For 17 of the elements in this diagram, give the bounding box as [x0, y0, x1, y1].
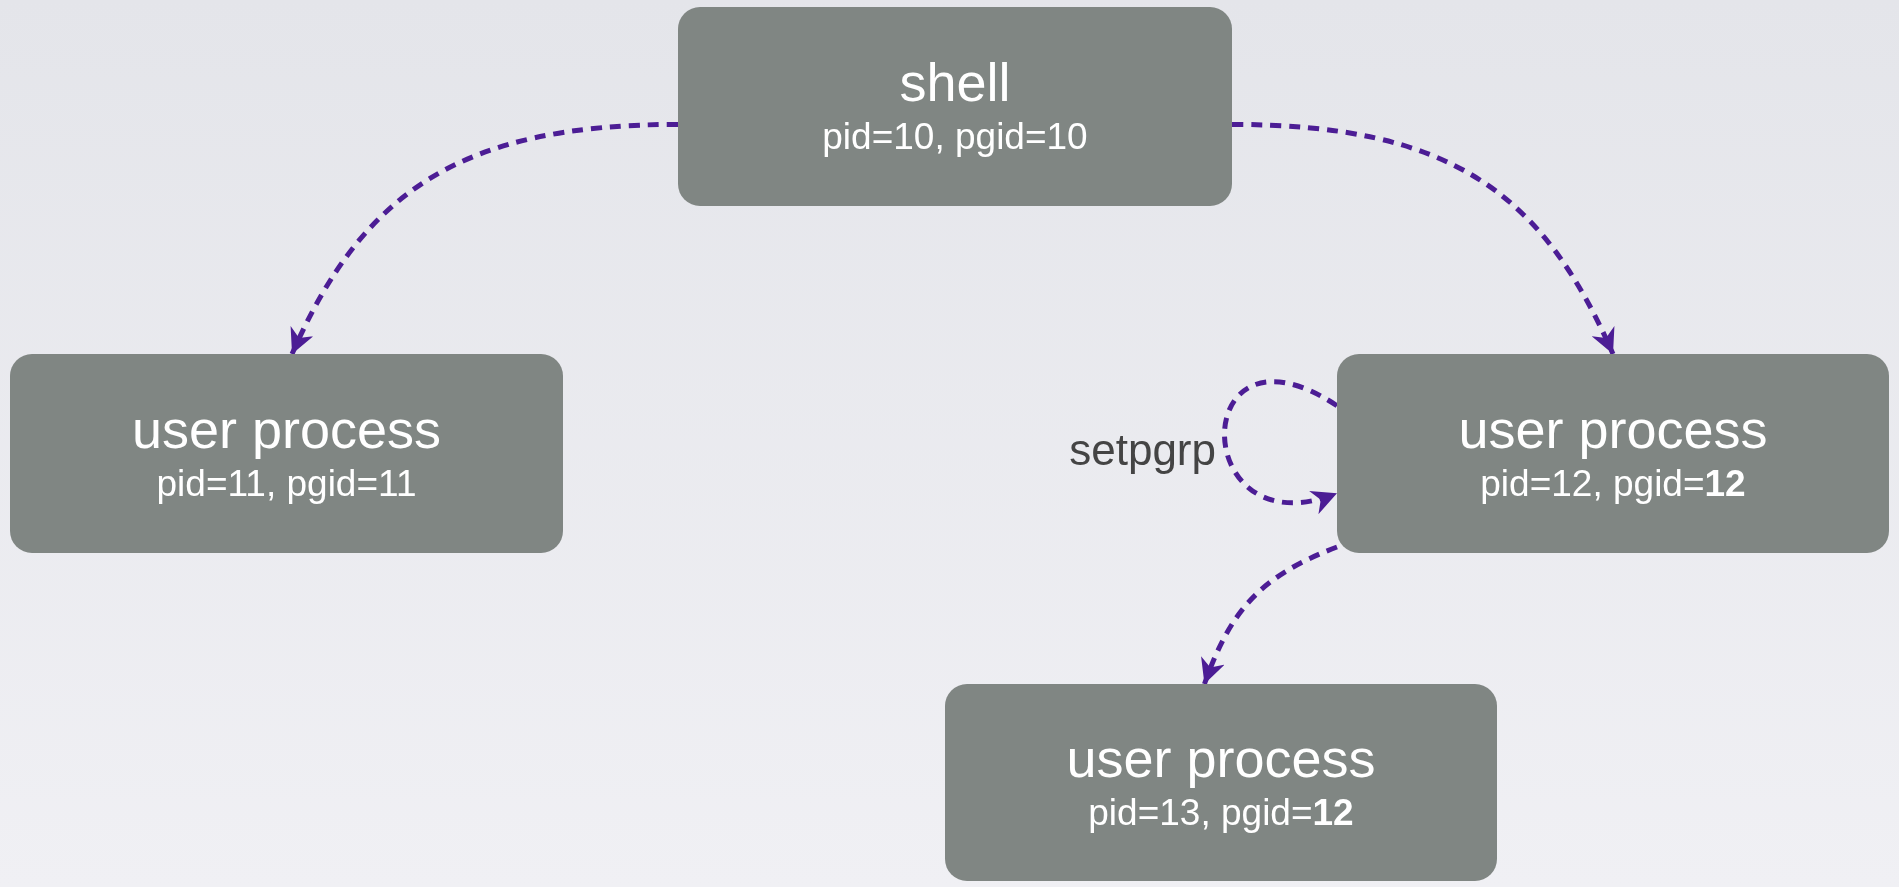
box-subtitle: pid=10, pgid=10 [822, 114, 1088, 159]
dashed-arrow [1201, 544, 1338, 685]
dashed-arrow [289, 121, 679, 356]
box-title: user process [131, 400, 442, 458]
box-subtitle: pid=12, pgid=12 [1480, 461, 1746, 506]
process-box [1337, 354, 1889, 553]
process-box [945, 684, 1497, 881]
edge-label: setpgrp [1069, 428, 1216, 472]
dashed-arrow [1231, 121, 1616, 356]
box-subtitle: pid=13, pgid=12 [1088, 790, 1354, 835]
box-subtitle: pid=11, pgid=11 [156, 461, 417, 506]
process-box [10, 354, 563, 553]
dashed-arrow [1222, 379, 1339, 512]
box-title: shell [899, 53, 1011, 111]
process-box [678, 7, 1232, 206]
box-title: user process [1066, 729, 1376, 787]
box-title: user process [1458, 400, 1768, 458]
